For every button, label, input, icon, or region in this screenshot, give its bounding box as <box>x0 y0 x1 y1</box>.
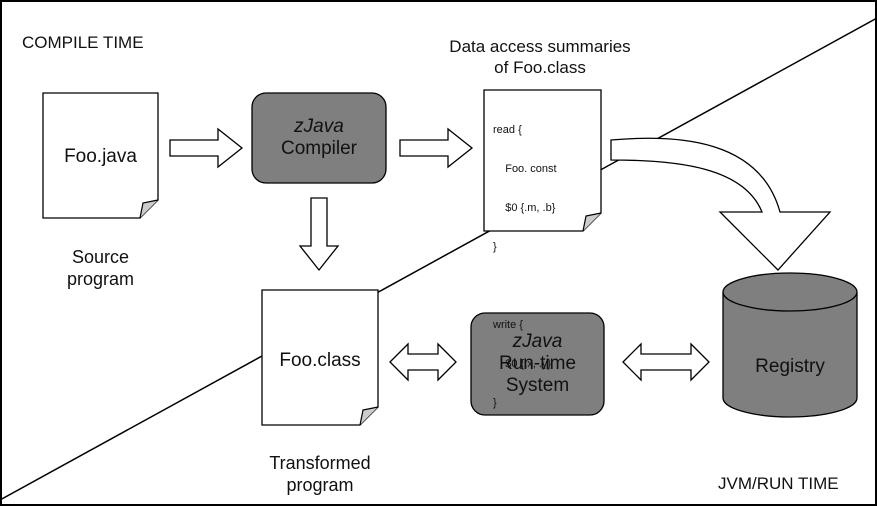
registry-label: Registry <box>755 356 825 377</box>
summary-line: read { <box>493 124 522 136</box>
source-caption: Source program <box>43 246 158 290</box>
summary-line: } <box>493 397 497 409</box>
runtime-word1: Run-time <box>498 353 577 374</box>
arrow-class-runtime <box>389 342 457 382</box>
source-caption-line2: program <box>66 269 135 289</box>
summaries-title-line2: of Foo.class <box>494 58 586 77</box>
summaries-title: Data access summaries of Foo.class <box>410 36 670 78</box>
compiler-box <box>251 92 387 184</box>
class-file-name: Foo.class <box>279 350 361 371</box>
runtime-system-box <box>470 312 605 416</box>
arrow-source-to-compiler <box>169 127 244 169</box>
class-caption-line1: Transformed <box>269 453 371 473</box>
summaries-fold <box>582 212 602 232</box>
compiler-word: Compiler <box>280 138 358 159</box>
registry-cylinder-body <box>722 292 858 418</box>
source-file-name: Foo.java <box>64 146 137 167</box>
class-caption-line2: program <box>286 475 354 495</box>
runtime-word2: System <box>505 375 570 396</box>
arrow-runtime-registry <box>622 342 710 382</box>
runtime-label: zJava Run-time System <box>471 331 604 397</box>
class-caption: Transformed program <box>222 452 418 496</box>
source-file-fold <box>139 199 159 219</box>
summary-line: Foo. const <box>493 163 557 175</box>
arrow-compiler-to-class <box>298 197 340 272</box>
summary-line: } <box>493 241 497 253</box>
compiler-label: zJava Compiler <box>252 116 386 160</box>
run-time-label: JVM/RUN TIME <box>718 474 839 493</box>
summary-line <box>493 280 557 293</box>
compiler-name: zJava <box>294 116 344 137</box>
summary-line: $0 {.m, .b} <box>493 202 556 214</box>
summaries-code: read { Foo. const $0 {.m, .b} } write { … <box>493 98 557 436</box>
summary-line: write { <box>493 319 523 331</box>
registry-cylinder-top <box>722 272 858 312</box>
summary-line: $0 {.x, .y} <box>493 358 552 370</box>
compile-time-label: COMPILE TIME <box>22 33 144 52</box>
summaries-title-line1: Data access summaries <box>449 37 631 56</box>
class-file-fold <box>359 406 379 426</box>
arrow-summaries-to-registry <box>610 137 832 271</box>
source-caption-line1: Source <box>71 247 130 267</box>
time-divider-line <box>0 17 877 501</box>
arrow-compiler-to-summaries <box>399 127 474 169</box>
runtime-name: zJava <box>512 331 563 352</box>
